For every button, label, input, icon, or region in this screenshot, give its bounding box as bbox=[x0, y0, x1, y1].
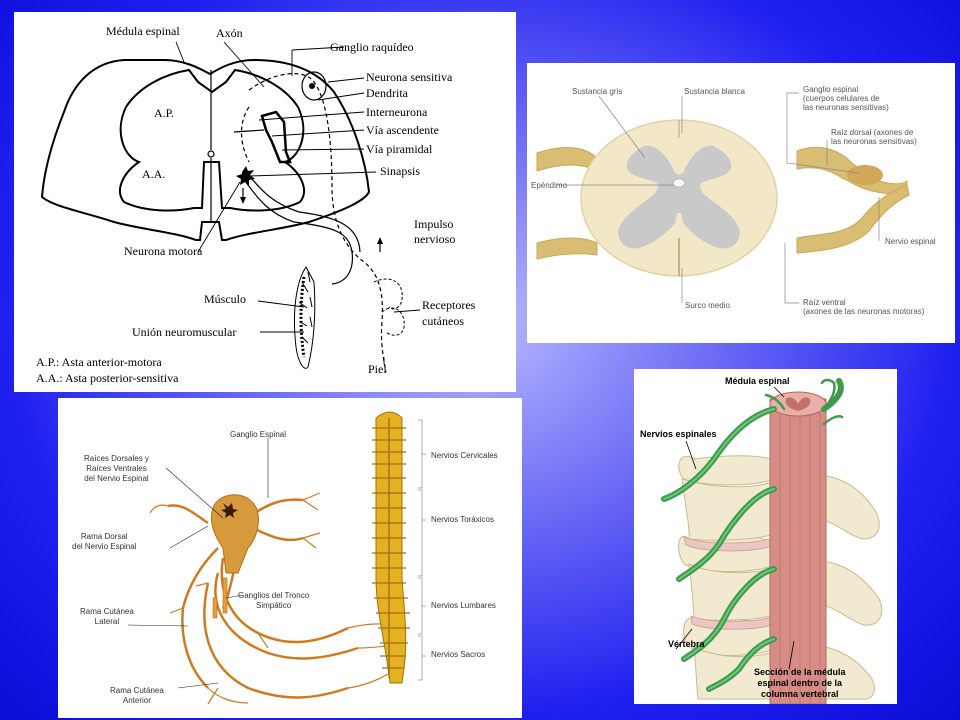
label-piel: Piel bbox=[368, 362, 387, 376]
label-cutaneos: cutáneos bbox=[422, 314, 464, 328]
label-musculo: Músculo bbox=[204, 292, 246, 306]
reflex-arc-diagram: Médula espinal Axón Ganglio raquídeo Neu… bbox=[14, 12, 516, 392]
label-via-piramidal: Vía piramidal bbox=[366, 142, 433, 156]
label-ependimo: Epéndimo bbox=[531, 181, 568, 190]
label-impulso: Impulso bbox=[414, 217, 454, 231]
legend-ap: A.P.: Asta anterior-motora bbox=[36, 355, 162, 369]
label-ganglio-raquideo: Ganglio raquídeo bbox=[330, 40, 414, 54]
label-neurona-sensitiva: Neurona sensitiva bbox=[366, 70, 453, 84]
label-sinapsis: Sinapsis bbox=[380, 164, 421, 178]
label-surco-medio: Surco medio bbox=[685, 301, 730, 310]
label-axon: Axón bbox=[216, 26, 243, 40]
label-nervios-toraxicos: Nervios Toráxicos bbox=[431, 515, 494, 524]
label-sustancia-gris: Sustancia gris bbox=[572, 87, 623, 96]
label-nervios-lumbares: Nervios Lumbares bbox=[431, 601, 496, 610]
label-aa: A.A. bbox=[142, 167, 166, 181]
label-neurona-motora: Neurona motora bbox=[124, 244, 203, 258]
legend-aa: A.A.: Asta posterior-sensitiva bbox=[36, 371, 179, 385]
label-raices-dorsales-ventrales: Raíces Dorsales y Raíces Ventrales del N… bbox=[84, 454, 149, 483]
label-nervios-cervicales: Nervios Cervicales bbox=[431, 451, 498, 460]
vertebral-section-drawing bbox=[661, 378, 883, 704]
spinal-cord-cross-section: Sustancia gris Sustancia blanca Ganglio … bbox=[527, 63, 955, 343]
label-ganglio-espinal: Ganglio espinal (cuerpos celulares de la… bbox=[803, 85, 889, 112]
label-sustancia-blanca: Sustancia blanca bbox=[684, 87, 745, 96]
label-nervio-espinal: Nervio espinal bbox=[885, 237, 936, 246]
label-raiz-dorsal: Raíz dorsal (axones de las neuronas sens… bbox=[831, 128, 917, 146]
label-interneurona: Interneurona bbox=[366, 105, 428, 119]
label-rama-cutanea-lateral: Rama Cutánea Lateral bbox=[80, 607, 134, 626]
cross-section-drawing bbox=[536, 92, 910, 304]
label-ganglios-tronco-simpatico: Ganglios del Tronco Simpático bbox=[238, 591, 310, 610]
label-medula-espinal: Médula espinal bbox=[106, 24, 180, 38]
label-vertebra: Vértebra bbox=[668, 639, 705, 649]
label-nervios-espinales: Nervios espinales bbox=[640, 429, 717, 439]
label-seccion-medula: Sección de la médula espinal dentro de l… bbox=[754, 667, 846, 699]
label-rama-dorsal: Rama Dorsal del Nervio Espinal bbox=[72, 532, 137, 551]
label-raiz-ventral: Raíz ventral (axones de las neuronas mot… bbox=[803, 298, 925, 316]
label-ap: A.P. bbox=[154, 106, 175, 120]
label-rama-cutanea-anterior: Rama Cutánea Anterior bbox=[110, 686, 164, 705]
label-medula-espinal: Médula espinal bbox=[725, 376, 790, 386]
label-via-ascendente: Vía ascendente bbox=[366, 123, 439, 137]
vertebral-section: Médula espinal Nervios espinales Vértebr… bbox=[634, 369, 897, 704]
label-nervioso: nervioso bbox=[414, 232, 456, 246]
reflex-arc-drawing bbox=[40, 41, 421, 373]
label-union-neuromuscular: Unión neuromuscular bbox=[132, 325, 237, 339]
label-ganglio-espinal: Ganglio Espinal bbox=[230, 430, 287, 439]
spinal-nerve-branches: Ganglio Espinal Raíces Dorsales y Raíces… bbox=[58, 398, 522, 718]
label-receptores: Receptores bbox=[422, 298, 476, 312]
spinal-nerve-drawing bbox=[127, 411, 426, 705]
label-nervios-sacros: Nervios Sacros bbox=[431, 650, 486, 659]
vertebral-column bbox=[372, 411, 410, 684]
label-dendrita: Dendrita bbox=[366, 86, 408, 100]
